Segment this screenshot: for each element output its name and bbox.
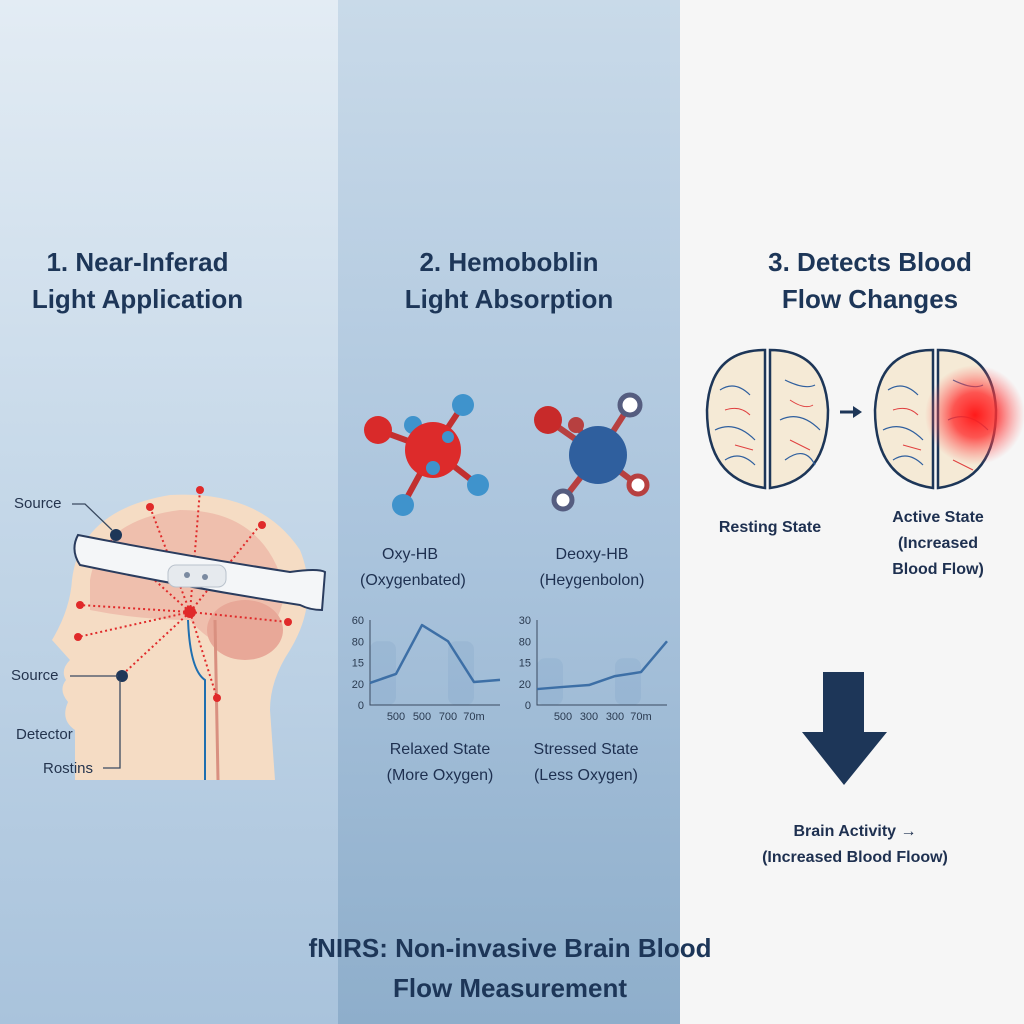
data-line — [536, 640, 668, 691]
source-top-marker — [110, 529, 122, 541]
resting-state-label: Resting State — [718, 519, 822, 536]
chart-shade — [370, 641, 396, 705]
x-tick-label: 70m — [463, 711, 484, 723]
y-tick-label: 60 — [352, 615, 364, 627]
rostins-label: Rostins — [43, 760, 94, 777]
stressed-state-chart: 0 20 15 80 30 500 300 300 70m — [519, 615, 668, 723]
deoxy-hb-molecule — [534, 392, 650, 512]
molecule-subname: (Oxygenbated) — [360, 572, 466, 589]
detector-label: Detector — [16, 726, 73, 743]
head-illustration — [52, 486, 327, 781]
title-line: Light Application — [31, 284, 244, 314]
footer-line: Flow Measurement — [392, 973, 628, 1003]
y-tick-label: 80 — [519, 636, 531, 648]
y-tick-label: 15 — [519, 658, 531, 670]
caption-line: (More Oxygen) — [386, 767, 494, 784]
active-state-label: Active State (Increased Blood Flow) — [868, 505, 1008, 583]
caption-line: Stressed State — [533, 741, 639, 758]
x-tick-label: 300 — [606, 711, 624, 723]
molecule-name: Deoxy-HB — [555, 546, 629, 563]
title-line: Light Absorption — [404, 284, 614, 314]
title-line: 3. Detects Blood — [768, 247, 972, 277]
panel-blood-flow-changes — [680, 0, 1024, 1024]
blue-vessel — [187, 619, 206, 780]
y-tick-label: 20 — [519, 679, 531, 691]
x-tick-label: 70m — [630, 711, 651, 723]
source-label-top: Source — [14, 495, 62, 512]
title-line: Flow Changes — [781, 284, 959, 314]
panel-1-title: 1. Near-Inferad Light Application — [0, 244, 275, 318]
label-line: Brain Activity → — [793, 823, 917, 840]
x-tick-label: 500 — [413, 711, 431, 723]
y-tick-label: 80 — [352, 636, 364, 648]
molecule-subname: (Heygenbolon) — [539, 572, 645, 589]
cerebellum — [207, 600, 283, 660]
panel-3-title: 3. Detects Blood Flow Changes — [740, 244, 1000, 318]
chart-axes — [369, 620, 500, 706]
y-tick-label: 0 — [358, 700, 364, 712]
label-line: (Increased — [897, 535, 979, 552]
data-line — [369, 623, 501, 685]
footer-line: fNIRS: Non-invasive Brain Blood — [308, 933, 712, 963]
deoxy-hb-label: Deoxy-HB (Heygenbolon) — [532, 542, 652, 594]
label-line: Active State — [892, 509, 984, 526]
stressed-state-caption: Stressed State (Less Oxygen) — [506, 737, 666, 789]
title-line: 2. Hemoboblin — [419, 247, 599, 277]
molecule-name: Oxy-HB — [382, 546, 438, 563]
x-tick-label: 700 — [439, 711, 457, 723]
resting-brain — [705, 348, 830, 490]
y-tick-label: 20 — [352, 679, 364, 691]
chart-shade — [537, 658, 563, 705]
relaxed-state-chart: 0 20 15 80 60 500 500 700 70m — [352, 615, 501, 723]
source-label-bottom: Source — [11, 667, 59, 684]
chart-shade — [448, 641, 474, 705]
activation-glow — [925, 365, 1024, 465]
caption-line: (Less Oxygen) — [533, 767, 639, 784]
relaxed-state-caption: Relaxed State (More Oxygen) — [360, 737, 520, 789]
arrow-down-icon — [802, 672, 887, 785]
sensor-points — [74, 486, 292, 702]
chart-shade — [615, 658, 641, 705]
source-bottom-marker — [116, 670, 128, 682]
headband-module — [167, 564, 227, 588]
y-tick-label: 0 — [525, 700, 531, 712]
panel-2-title: 2. Hemoboblin Light Absorption — [338, 244, 680, 318]
chart-axes — [536, 620, 667, 706]
oxy-hb-label: Oxy-HB (Oxygenbated) — [360, 542, 466, 594]
y-tick-label: 30 — [519, 615, 531, 627]
caption-line: Relaxed State — [389, 741, 491, 758]
footer-title: fNIRS: Non-invasive Brain Blood Flow Mea… — [240, 928, 780, 1008]
title-line: 1. Near-Inferad — [46, 247, 229, 277]
label-line: (Increased Blood Floow) — [762, 849, 948, 866]
x-tick-label: 500 — [554, 711, 572, 723]
label-line: Blood Flow) — [892, 561, 984, 578]
x-tick-label: 300 — [580, 711, 598, 723]
x-tick-label: 500 — [387, 711, 405, 723]
brain-comparison — [705, 348, 1024, 490]
molecules — [364, 392, 650, 516]
brain-activity-result: Brain Activity → (Increased Blood Floow) — [720, 819, 990, 871]
oxy-hb-molecule — [364, 394, 489, 516]
y-tick-label: 15 — [352, 658, 364, 670]
